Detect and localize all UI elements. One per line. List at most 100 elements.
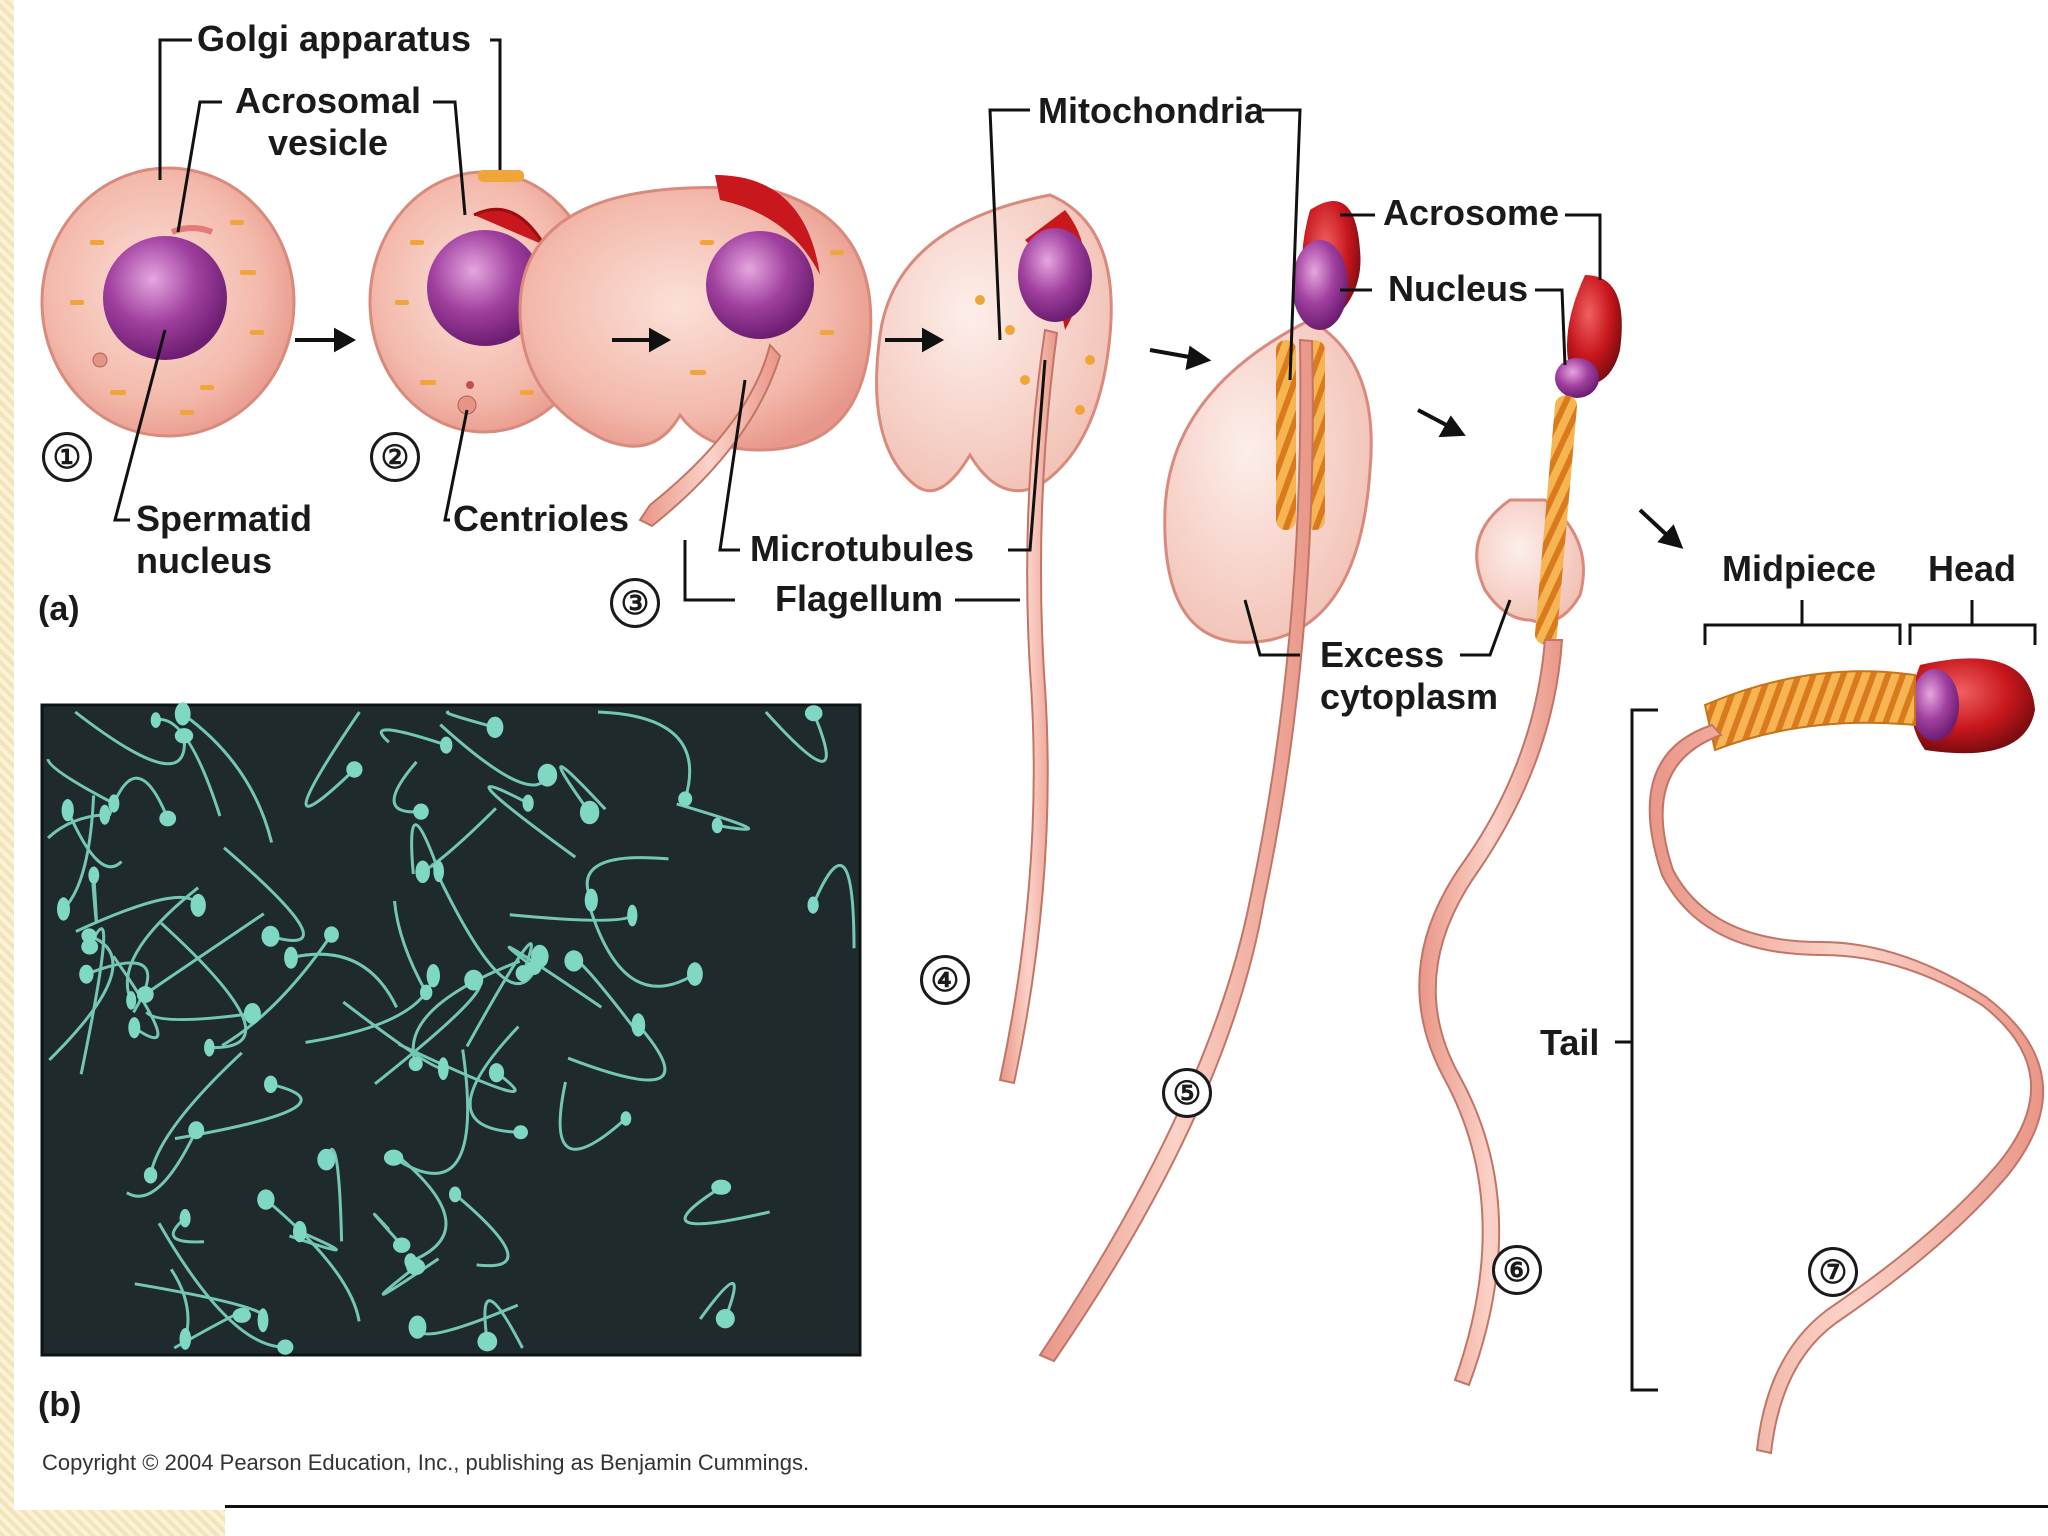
micrograph-sperm-tail (264, 1198, 361, 1322)
micrograph-sperm-head (243, 1003, 261, 1024)
nucleus-7 (1911, 669, 1959, 741)
micrograph-sperm-head (627, 904, 638, 927)
micrograph-sperm-head (61, 799, 74, 822)
micrograph-sperm-head (293, 1220, 307, 1243)
micrograph-sperm-tail (288, 1230, 338, 1252)
micrograph-sperm-head (81, 928, 97, 943)
micrograph-sperm-head (711, 817, 723, 834)
micrograph-sperm-tail (454, 1193, 510, 1268)
label-acrosome: Acrosome (1383, 192, 1560, 233)
micrograph-sperm-head (393, 1237, 411, 1253)
micrograph-sperm-head (486, 716, 504, 738)
micrograph (40, 702, 862, 1357)
micrograph-sperm-tail (160, 922, 248, 1050)
copyright-text: Copyright © 2004 Pearson Education, Inc.… (42, 1450, 810, 1475)
micrograph-sperm-head (264, 1075, 278, 1094)
label-mitochondria: Mitochondria (1038, 90, 1264, 131)
micrograph-sperm-head (108, 794, 120, 813)
cell-3 (518, 175, 873, 528)
micrograph-sperm-head (522, 794, 534, 812)
micrograph-sperm-tail (683, 1185, 771, 1226)
nucleus-3 (706, 231, 814, 339)
micrograph-sperm-head (126, 991, 137, 1010)
micrograph-sperm-head (678, 791, 693, 807)
step-number-7: ⑦ (1808, 1247, 1858, 1297)
micrograph-sperm-head (257, 1189, 275, 1210)
micrograph-sperm-tail (125, 886, 200, 1002)
page-border-left (0, 0, 14, 1536)
micrograph-sperm-head (159, 810, 177, 827)
micrograph-sperm-head (408, 1056, 423, 1072)
micrograph-sperm-tail (223, 846, 305, 942)
micrograph-sperm-tail (149, 1051, 243, 1176)
cell-5 (1038, 201, 1373, 1363)
micrograph-sperm-tail (91, 875, 98, 924)
acrosome-6 (1567, 275, 1622, 386)
label-tail: Tail (1540, 1022, 1600, 1063)
micrograph-sperm-tail (398, 1042, 517, 1093)
step-number-4: ④ (920, 955, 970, 1005)
micrograph-sperm-tail (304, 711, 361, 808)
micrograph-sperm-head (324, 926, 339, 943)
nucleus-1 (103, 236, 227, 360)
step-number-1: ① (42, 432, 92, 482)
micrograph-sperm-head (413, 803, 429, 820)
micrograph-sperm-head (57, 897, 70, 921)
micrograph-sperm-tail (372, 1212, 403, 1247)
micrograph-sperm-head (564, 950, 584, 972)
micrograph-sperm-head (513, 1125, 528, 1140)
micrograph-sperm-tail (46, 813, 105, 840)
label-centrioles: Centrioles (453, 498, 630, 539)
panel-label-a: (a) (38, 590, 80, 628)
micrograph-sperm-head (449, 1186, 462, 1203)
micrograph-sperm-head (433, 860, 445, 883)
micrograph-sperm-head (415, 860, 431, 884)
micrograph-sperm-tail (392, 1049, 470, 1175)
micrograph-sperm-tail (445, 710, 496, 729)
micrograph-sperm-tail (62, 795, 96, 911)
label-spermatid-nucleus: Spermatid nucleus (136, 498, 313, 581)
label-flagellum: Flagellum (775, 578, 944, 619)
label-excess-cytoplasm: Excess cytoplasm (1320, 634, 1499, 717)
micrograph-sperm-head (190, 893, 206, 917)
micrograph-sperm-head (204, 1038, 215, 1057)
step-number-3: ③ (610, 578, 660, 628)
nucleus-2 (427, 230, 543, 346)
micrograph-sperm-tail (410, 823, 441, 875)
micrograph-sperm-head (179, 1328, 192, 1350)
micrograph-sperm-tail (74, 710, 186, 766)
micrograph-sperm-tail (483, 1299, 524, 1349)
micrograph-sperm-head (420, 984, 433, 1001)
micrograph-sperm-tail (465, 942, 533, 1048)
micrograph-sperm-head (143, 1167, 158, 1184)
label-nucleus: Nucleus (1388, 268, 1529, 309)
micrograph-sperm-head (383, 1149, 404, 1166)
micrograph-sperm-head (579, 800, 600, 825)
micrograph-sperm-head (150, 712, 161, 728)
micrograph-sperm-head (620, 1111, 632, 1126)
micrograph-sperm-head (257, 1308, 269, 1333)
micrograph-sperm-head (317, 1148, 336, 1171)
micrograph-sperm-tail (393, 900, 428, 994)
micrograph-sperm-head (174, 728, 194, 744)
micrograph-sperm-tail (559, 765, 607, 814)
label-microtubules: Microtubules (750, 528, 975, 569)
cell-7 (1648, 658, 2045, 1455)
micrograph-sperm-head (232, 1307, 251, 1323)
micrograph-sperm-tail (676, 802, 751, 831)
cell-6 (1418, 275, 1622, 1387)
micrograph-sperm-tail (558, 1081, 627, 1151)
micrograph-sperm-tail (66, 809, 123, 869)
micrograph-sperm-tail (507, 945, 603, 1009)
micrograph-sperm-head (631, 1013, 646, 1037)
micrograph-sperm-head (179, 1209, 191, 1228)
micrograph-sperm-tail (585, 856, 669, 901)
micrograph-sperm-tail (468, 1025, 521, 1134)
step-number-2: ② (370, 432, 420, 482)
micrograph-sperm-head (804, 705, 823, 722)
micrograph-sperm-head (537, 763, 558, 787)
micrograph-sperm-head (284, 946, 298, 969)
micrograph-sperm-head (477, 1331, 498, 1352)
micrograph-sperm-head (515, 965, 531, 982)
nucleus-5 (1292, 240, 1348, 330)
